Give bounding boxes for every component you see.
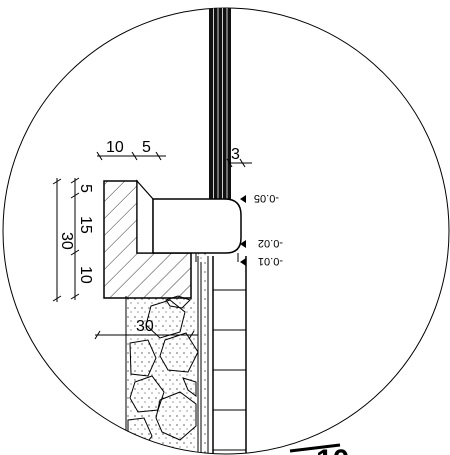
render-layer [197, 250, 209, 454]
dim-left-10: 10 [77, 266, 94, 284]
wall-cladding [212, 256, 247, 454]
level-markers [240, 195, 246, 266]
level-l1: -0.05 [254, 192, 279, 204]
dimension-lines [52, 151, 252, 340]
dim-pipe-3: 3 [231, 146, 240, 163]
dim-left-15: 15 [77, 216, 94, 234]
detail-number: 10 [316, 444, 349, 455]
dim-left-5: 5 [77, 184, 94, 193]
dim-bottom-30: 30 [136, 318, 154, 335]
dim-top-5: 5 [142, 139, 151, 156]
dim-left-30: 30 [58, 232, 75, 250]
dim-top-10: 10 [106, 139, 124, 156]
level-l2: -0.02 [258, 237, 283, 249]
vertical-pipe [209, 8, 231, 207]
detail-tag: 10 [289, 443, 349, 455]
gravel-fill [125, 295, 199, 454]
cap-block [152, 198, 242, 262]
level-l3: -0.01 [258, 255, 283, 267]
